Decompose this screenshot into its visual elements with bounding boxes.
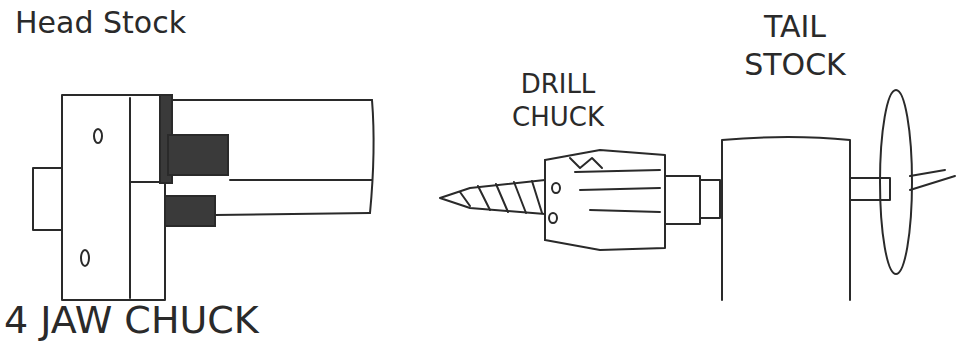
chuck-body [62, 95, 165, 300]
chuck-divider [129, 98, 131, 298]
chuck-jaws [570, 158, 660, 212]
chuck-key-hole [94, 129, 102, 143]
chuck-jaw [168, 135, 228, 175]
workpiece [170, 99, 372, 101]
part-label: DRILL CHUCK [498, 68, 618, 134]
chuck-key-hole [552, 183, 560, 193]
part-label: 4 JAW CHUCK [4, 296, 344, 344]
part-label: Head Stock [15, 4, 215, 42]
drill-chuck [545, 150, 665, 250]
spindle-stub [33, 168, 62, 230]
part-label: TAIL STOCK [715, 8, 875, 84]
drill-flutes [460, 181, 542, 213]
workpiece [230, 179, 372, 181]
drill-bit [440, 180, 545, 214]
arbor [700, 180, 720, 218]
workpiece [370, 100, 374, 213]
chuck-key-hole [549, 213, 557, 223]
tailstock-body [722, 137, 850, 300]
chuck-key-hole [81, 250, 89, 266]
handwheel [880, 90, 912, 274]
tailstock-quill [850, 178, 890, 200]
chuck-collar [665, 176, 700, 224]
workpiece [215, 213, 370, 215]
drill-chuck [544, 160, 546, 240]
handwheel-handle [910, 170, 955, 190]
chuck-jaw [165, 196, 215, 226]
